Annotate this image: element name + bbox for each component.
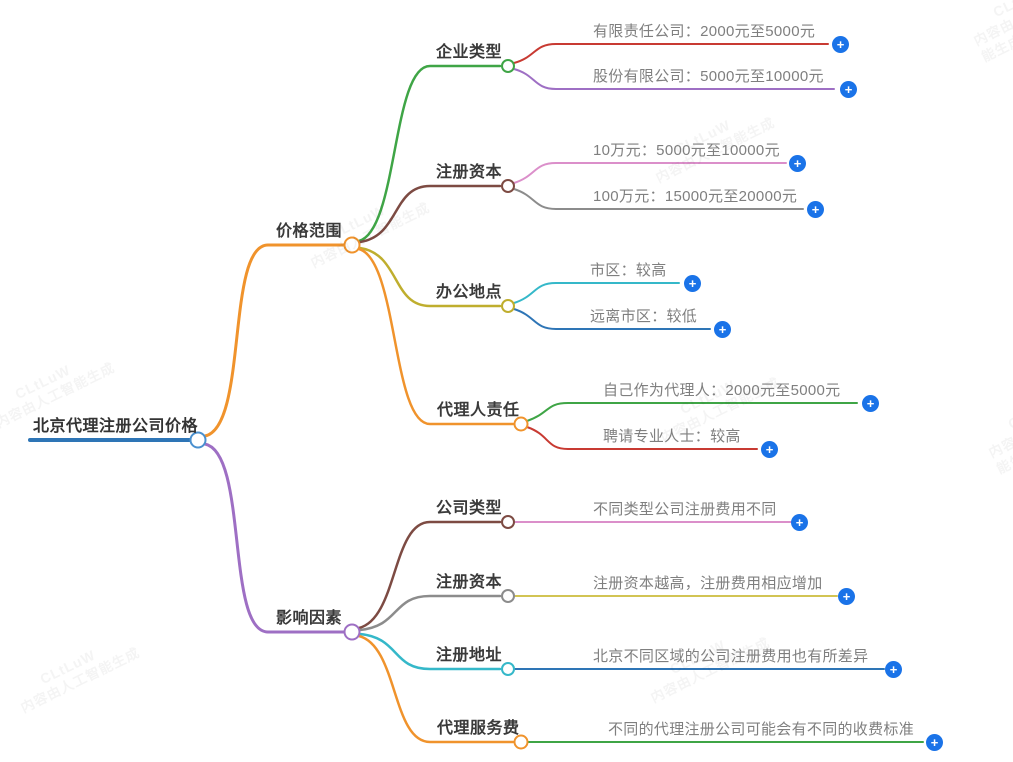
leaf-professional[interactable]: 聘请专业人士：较高 bbox=[603, 428, 741, 445]
topic-agent-duty[interactable]: 代理人责任 bbox=[437, 402, 520, 419]
add-child-button[interactable]: + bbox=[761, 441, 778, 458]
root-node[interactable]: 北京代理注册公司价格 bbox=[33, 418, 199, 435]
topic-capital2[interactable]: 注册资本 bbox=[436, 574, 503, 591]
link-factors bbox=[203, 442, 346, 634]
leaf-region-fee[interactable]: 北京不同区域的公司注册费用也有所差异 bbox=[593, 648, 869, 665]
add-child-button[interactable]: + bbox=[832, 36, 849, 53]
branch-factors[interactable]: 影响因素 bbox=[276, 610, 343, 627]
leaf-line-downtown bbox=[513, 282, 680, 304]
leaf-line-suburb bbox=[513, 308, 711, 330]
office-location-circle bbox=[501, 299, 515, 313]
add-child-button[interactable]: + bbox=[885, 661, 902, 678]
add-child-button[interactable]: + bbox=[714, 321, 731, 338]
leaf-line-1m bbox=[513, 188, 804, 210]
branch-price-range[interactable]: 价格范围 bbox=[276, 223, 343, 240]
link-company-type2 bbox=[357, 520, 502, 630]
topic-company-type2[interactable]: 公司类型 bbox=[436, 500, 503, 517]
leaf-capital-100k[interactable]: 10万元：5000元至10000元 bbox=[593, 142, 780, 159]
leaf-line-professional bbox=[526, 426, 758, 450]
leaf-line-100k bbox=[513, 162, 787, 184]
topic-address[interactable]: 注册地址 bbox=[436, 647, 503, 664]
topic-capital1[interactable]: 注册资本 bbox=[436, 164, 503, 181]
add-child-button[interactable]: + bbox=[862, 395, 879, 412]
leaf-suburb[interactable]: 远离市区：较低 bbox=[590, 308, 698, 325]
root-node-circle bbox=[189, 431, 207, 449]
add-child-button[interactable]: + bbox=[789, 155, 806, 172]
leaf-self-agent[interactable]: 自己作为代理人：2000元至5000元 bbox=[603, 382, 841, 399]
leaf-capital-1m[interactable]: 100万元：15000元至20000元 bbox=[593, 188, 798, 205]
add-child-button[interactable]: + bbox=[838, 588, 855, 605]
company-type1-circle bbox=[501, 59, 515, 73]
link-capital2 bbox=[358, 594, 502, 632]
leaf-line-self-agent bbox=[526, 402, 858, 422]
company-type2-circle bbox=[501, 515, 515, 529]
link-price-range bbox=[203, 243, 346, 438]
topic-office-location[interactable]: 办公地点 bbox=[436, 284, 503, 301]
leaf-type-fee[interactable]: 不同类型公司注册费用不同 bbox=[593, 501, 777, 518]
capital2-circle bbox=[501, 589, 515, 603]
link-agency-fee bbox=[357, 634, 515, 744]
link-agent-duty bbox=[357, 247, 515, 426]
leaf-downtown[interactable]: 市区：较高 bbox=[590, 262, 667, 279]
add-child-button[interactable]: + bbox=[807, 201, 824, 218]
link-office-location bbox=[358, 246, 502, 308]
add-child-button[interactable]: + bbox=[926, 734, 943, 751]
price-range-circle bbox=[343, 236, 361, 254]
leaf-jsc-price[interactable]: 股份有限公司：5000元至10000元 bbox=[593, 68, 824, 85]
leaf-llc-price[interactable]: 有限责任公司：2000元至5000元 bbox=[593, 23, 816, 40]
leaf-capital-fee[interactable]: 注册资本越高，注册费用相应增加 bbox=[593, 575, 823, 592]
topic-company-type1[interactable]: 企业类型 bbox=[436, 44, 503, 61]
add-child-button[interactable]: + bbox=[684, 275, 701, 292]
add-child-button[interactable]: + bbox=[791, 514, 808, 531]
link-capital1 bbox=[358, 184, 502, 244]
agency-fee-circle bbox=[513, 734, 529, 750]
address-circle bbox=[501, 662, 515, 676]
link-address bbox=[358, 632, 502, 671]
link-company-type1 bbox=[357, 64, 502, 243]
leaf-line-llc bbox=[513, 43, 829, 64]
leaf-agency-standard[interactable]: 不同的代理注册公司可能会有不同的收费标准 bbox=[608, 721, 915, 738]
factors-circle bbox=[343, 623, 361, 641]
leaf-line-jsc bbox=[513, 68, 835, 90]
capital1-circle bbox=[501, 179, 515, 193]
agent-duty-circle bbox=[513, 416, 529, 432]
topic-agency-fee[interactable]: 代理服务费 bbox=[437, 720, 520, 737]
add-child-button[interactable]: + bbox=[840, 81, 857, 98]
